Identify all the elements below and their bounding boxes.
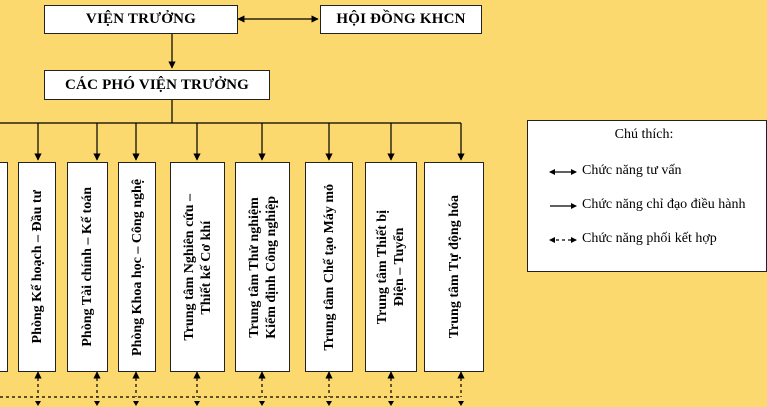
deputies-box: CÁC PHÓ VIỆN TRƯỞNG [44,70,270,100]
council-box: HỘI ĐỒNG KHCN [320,5,482,34]
dept-label-line-2: Kiểm định Công nghiệp [263,195,279,339]
dept-box-planning-investment: Phòng Kế hoạch – Đầu tư [18,162,56,372]
dept-label: Phòng Tài chính – Kế toán [80,187,95,347]
dashed-double-arrow-icon [549,237,577,243]
dept-box-electrical: Trung tâm Thiết bị Điện – Tuyển [365,162,417,372]
dept-label-line-1: Trung tâm Thử nghiệm [246,196,262,338]
dept-label-line-2: Thiết kế Cơ khí [198,220,214,314]
dept-box-automation: Trung tâm Tự động hóa [424,162,484,372]
dept-label: Trung tâm Tự động hóa [446,195,462,339]
council-label: HỘI ĐỒNG KHCN [336,11,466,27]
director-label: VIỆN TRƯỞNG [85,11,197,27]
dept-label: Phòng Khoa học – Công nghệ [129,178,145,356]
legend-advisory-label: Chức năng tư vấn [582,163,682,178]
deputies-label: CÁC PHÓ VIỆN TRƯỞNG [65,76,249,93]
dept-box-science: Phòng Khoa học – Công nghệ [118,162,156,372]
dept-box-mining-machines: Trung tâm Chế tạo Máy mỏ [305,162,353,372]
dept-label-line-1: Trung tâm Thiết bị [375,209,390,325]
legend-coordination-label: Chức năng phối kết hợp [582,231,717,246]
dept-label-line-1: Trung tâm Nghiên cứu – [181,193,197,341]
double-arrow-icon [549,169,577,175]
dept-box-testing: Trung tâm Thử nghiệm Kiểm định Công nghi… [235,162,290,372]
legend-row-coordination: Chức năng phối kết hợp [528,231,767,251]
dept-label: Trung tâm Chế tạo Máy mỏ [321,183,337,351]
dept-label: Phòng Kế hoạch – Đầu tư [29,190,45,344]
dept-label-line-2: Điện – Tuyển [392,227,407,307]
dept-box-finance: Phòng Tài chính – Kế toán [67,162,108,372]
legend-row-advisory: Chức năng tư vấn [528,163,767,183]
director-box: VIỆN TRƯỞNG [44,5,238,34]
dept-box-planning [0,162,8,372]
legend-box: Chú thích: Chức năng tư vấn Chức năng ch… [527,120,767,272]
dept-box-mechanical-design: Trung tâm Nghiên cứu – Thiết kế Cơ khí [170,162,225,372]
legend-title: Chú thích: [614,127,674,142]
arrow-right-icon [550,203,577,209]
legend-directive-label: Chức năng chỉ đạo điều hành [582,197,746,212]
legend-row-directive: Chức năng chỉ đạo điều hành [528,197,767,217]
